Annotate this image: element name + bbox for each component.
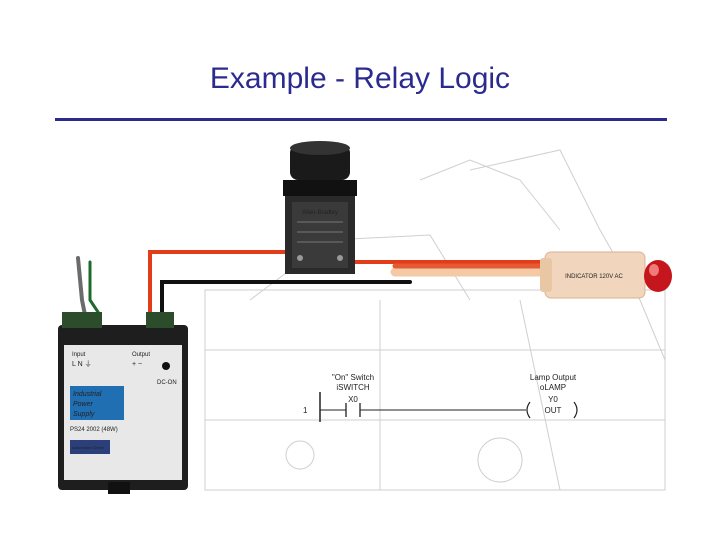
lamp-marking: INDICATOR 120V AC [565,274,623,280]
supply-input-label: Input [72,352,86,358]
wires [76,250,560,320]
output-title: Lamp Output [530,373,577,382]
supply-output-terminals: + − [132,361,142,368]
coil-right-paren [573,401,578,419]
switch-tag: iSWITCH [336,383,370,392]
title-underline [55,118,667,121]
dc-on-led [162,362,170,370]
switch-title: "On" Switch [332,373,374,382]
green-wire [88,260,102,317]
supply-brand-line-3: Supply [73,411,95,418]
coil-left-paren [526,401,531,419]
supply-model: PS24 2002 (48W) [70,427,118,433]
lamp-lens [644,260,672,292]
rung-number: 1 [303,406,308,415]
supply-brand-panel [70,386,124,420]
supply-brand-line-1: Industrial [73,391,102,398]
supply-output-label: Output [132,352,150,358]
slide-title: Example - Relay Logic [209,62,511,95]
supply-input-terminals: L N ⏚ [72,360,92,368]
supply-maker-badge [70,440,110,454]
supply-maker: Automation Direct [72,445,105,450]
indicator-lamp: INDICATOR 120V AC [540,251,672,299]
background-sketch [204,149,666,491]
supply-brand-line-2: Power [73,401,94,408]
supply-dc-on: DC-ON [157,380,177,386]
ladder-diagram: 1 "On" Switch iSWITCH X0 Lamp Output oLA… [303,373,578,422]
output-address: Y0 [548,395,558,404]
output-instruction: OUT [545,406,562,415]
push-button-brand: Allen-Bradley [302,210,338,216]
red-wire [148,250,292,320]
black-wire [160,280,412,320]
power-supply: Input L N ⏚ Output + − DC-ON Industrial … [58,312,188,494]
grey-cable [76,256,87,317]
switch-address: X0 [348,395,358,404]
push-button: Allen-Bradley [283,141,357,274]
output-tag: oLAMP [540,383,566,392]
